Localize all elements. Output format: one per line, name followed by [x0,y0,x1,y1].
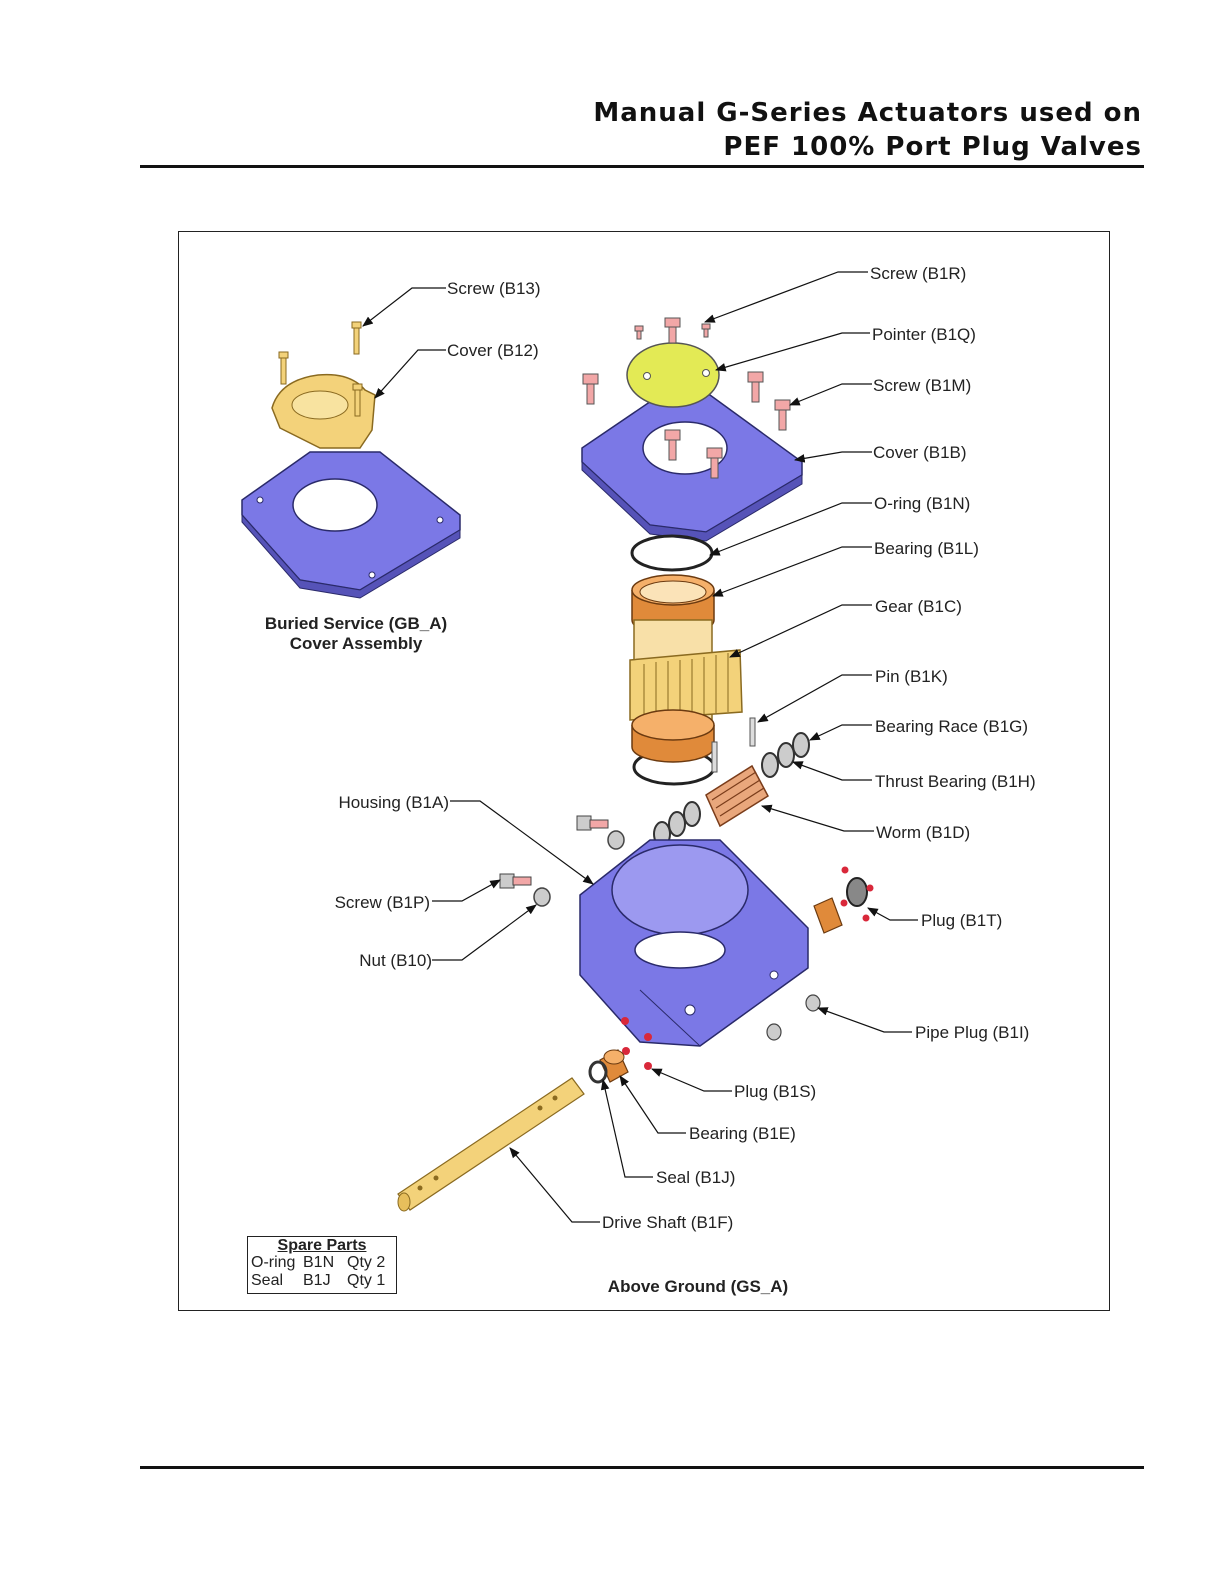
header-title-line1: Manual G-Series Actuators used on [593,98,1142,128]
spare-part-code: B1N [303,1254,335,1271]
spare-part-code: B1J [303,1272,331,1289]
oring-b1n-top [630,534,714,572]
label-oring-b1n: O-ring (B1N) [874,494,970,513]
drive-shaft-b1f [397,1077,585,1212]
spare-parts-table: Spare Parts O-ring B1N Qty 2 Seal B1J Qt… [247,1236,397,1294]
label-screw-b1m: Screw (B1M) [873,376,971,395]
spare-parts-row: Seal B1J Qty 1 [248,1272,396,1290]
screw-b1p [499,873,532,889]
pipe-plug-b1i [766,994,821,1041]
label-bearing-b1l: Bearing (B1L) [874,539,979,558]
label-thrust-bearing-b1h: Thrust Bearing (B1H) [875,772,1036,791]
header-title-line2: PEF 100% Port Plug Valves [723,132,1142,162]
housing-b1a [579,839,809,1047]
caption-buried-line1: Buried Service (GB_A) [265,614,447,633]
pin-b1k-lower [711,741,718,773]
label-pipe-plug-b1i: Pipe Plug (B1I) [915,1023,1029,1042]
screws-b1m [582,371,791,479]
label-plug-b1t: Plug (B1T) [921,911,1002,930]
label-gear-b1c: Gear (B1C) [875,597,962,616]
screw-nut-upper [576,815,625,850]
bearing-b1l-bottom [631,709,715,763]
cover-b1b [581,394,803,542]
plug-b1t [813,866,874,934]
gear-b1c [629,619,743,721]
label-bearing-b1e: Bearing (B1E) [689,1124,796,1143]
label-nut-b10: Nut (B10) [359,951,432,970]
worm-b1d [705,764,769,828]
spare-part-name: Seal [251,1272,284,1289]
label-worm-b1d: Worm (B1D) [876,823,970,842]
label-pointer-b1q: Pointer (B1Q) [872,325,976,344]
label-housing-b1a: Housing (B1A) [338,793,449,812]
plug-b1s [621,1017,652,1070]
label-cover-b12: Cover (B12) [447,341,539,360]
footer-rule [140,1466,1144,1469]
label-cover-b1b: Cover (B1B) [873,443,967,462]
label-plug-b1s: Plug (B1S) [734,1082,816,1101]
spare-parts-row: O-ring B1N Qty 2 [248,1254,396,1272]
buried-cover-b12 [271,373,376,449]
pin-b1k [749,717,756,747]
spare-part-qty: Qty 2 [347,1254,386,1271]
screws-b1r [634,317,711,344]
bearing-race-b1g [761,732,810,778]
buried-cover-plate [241,451,461,599]
spare-part-name: O-ring [251,1254,296,1271]
spare-part-qty: Qty 1 [347,1272,386,1289]
nut-b10 [533,887,551,907]
label-screw-b1r: Screw (B1R) [870,264,966,283]
label-pin-b1k: Pin (B1K) [875,667,948,686]
label-drive-shaft-b1f: Drive Shaft (B1F) [602,1213,733,1232]
label-bearing-race-b1g: Bearing Race (B1G) [875,717,1028,736]
spare-parts-title: Spare Parts [277,1237,367,1254]
bearing-b1l-top [631,574,715,636]
header-rule [140,165,1144,168]
buried-screw-b13 [278,321,363,417]
caption-above-ground: Above Ground (GS_A) [608,1277,788,1296]
label-screw-b1p: Screw (B1P) [335,893,430,912]
diagram-frame [178,231,1110,1311]
seal-b1j [588,1060,608,1084]
label-screw-b13: Screw (B13) [447,279,541,298]
label-seal-b1j: Seal (B1J) [656,1168,735,1187]
caption-buried-line2: Cover Assembly [290,634,423,653]
